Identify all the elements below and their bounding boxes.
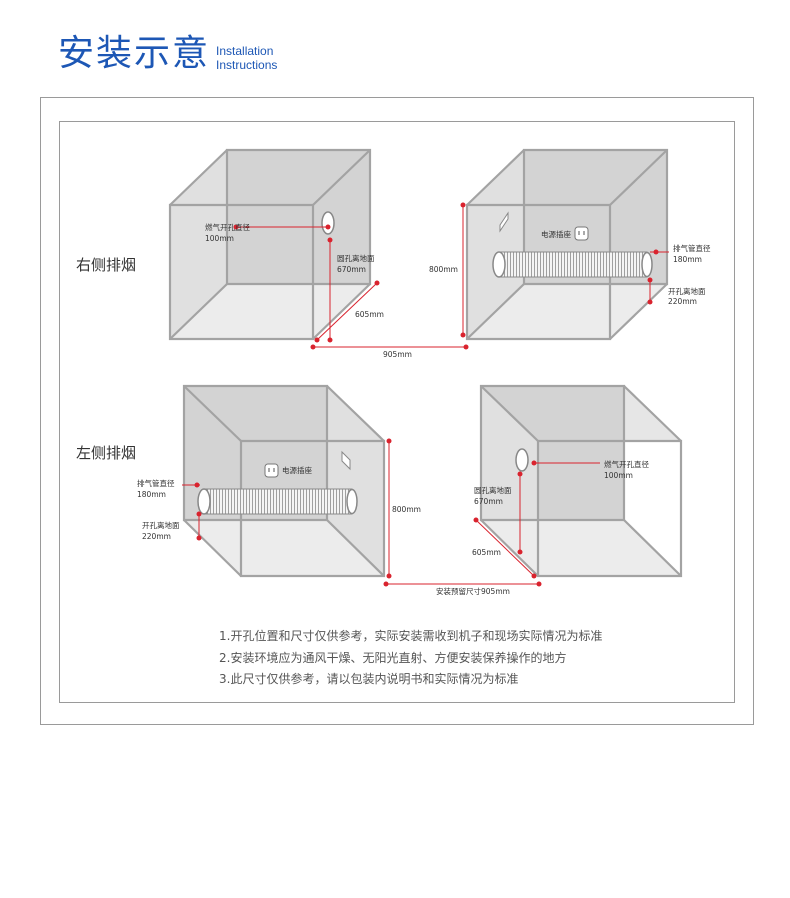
label-opening-height: 开孔离地面 [668, 286, 706, 296]
exhaust-pipe-1 [498, 251, 648, 278]
outer-frame [40, 97, 754, 725]
note-item: 2.安装环境应为通风干燥、无阳光直射、方便安装保养操作的地方 [219, 650, 567, 665]
install-notes: 1.开孔位置和尺寸仅供参考，实际安装需收到机子和现场实际情况为标准 2.安装环境… [219, 626, 602, 691]
section-title-right: 右侧排烟 [76, 256, 136, 274]
label-hole-height: 圆孔离地面 [337, 253, 375, 263]
vent-slot-icon [341, 450, 351, 471]
label-gas-hole-size: 100mm [604, 471, 633, 480]
subtitle-line-2: Instructions [216, 58, 278, 72]
label-height: 800mm [392, 505, 421, 514]
power-socket-icon [574, 226, 589, 241]
cabinet-box-4 [479, 384, 683, 578]
vent-slot-icon [499, 211, 509, 233]
label-socket: 电源插座 [541, 229, 571, 239]
label-opening-height: 开孔离地面 [142, 520, 180, 530]
label-exhaust-size: 180mm [137, 490, 166, 499]
label-exhaust-dia: 排气管直径 [137, 478, 175, 488]
gas-hole-2 [515, 448, 529, 472]
dimension-lines [182, 205, 669, 585]
label-exhaust-size: 180mm [673, 255, 702, 264]
note-item: 1.开孔位置和尺寸仅供参考，实际安装需收到机子和现场实际情况为标准 [219, 629, 603, 643]
label-height: 800mm [429, 265, 458, 274]
label-gas-hole-dia: 燃气开孔直径 [205, 222, 250, 232]
page-header: 安装示意 Installation Instructions [58, 34, 277, 74]
gas-hole-1 [321, 211, 335, 235]
label-gas-hole-size: 100mm [205, 234, 234, 243]
label-hole-height-size: 670mm [474, 497, 503, 506]
label-width: 905mm [383, 350, 412, 359]
label-hole-height: 圆孔离地面 [474, 485, 512, 495]
dimension-markers [194, 202, 659, 587]
label-socket: 电源插座 [282, 465, 312, 475]
cabinet-box-1 [168, 148, 372, 341]
label-exhaust-dia: 排气管直径 [673, 243, 711, 253]
exhaust-pipe-2 [203, 488, 353, 515]
label-gas-hole-dia: 燃气开孔直径 [604, 459, 649, 469]
label-reserved-width: 安装预留尺寸905mm [436, 586, 510, 596]
power-socket-icon [264, 463, 279, 478]
note-item: 3.此尺寸仅供参考，请以包装内说明书和实际情况为标准 [219, 672, 519, 686]
page-subtitle: Installation Instructions [216, 44, 277, 72]
page-title: 安装示意 [58, 33, 211, 74]
label-opening-height-size: 220mm [668, 297, 697, 306]
cabinet-box-2 [465, 148, 669, 341]
inner-frame [59, 121, 735, 703]
label-hole-height-size: 670mm [337, 265, 366, 274]
label-opening-height-size: 220mm [142, 532, 171, 541]
subtitle-line-1: Installation [216, 44, 274, 58]
section-title-left: 左侧排烟 [76, 444, 136, 462]
label-depth: 605mm [472, 548, 501, 557]
cabinet-box-3 [182, 384, 386, 578]
label-depth: 605mm [355, 310, 384, 319]
